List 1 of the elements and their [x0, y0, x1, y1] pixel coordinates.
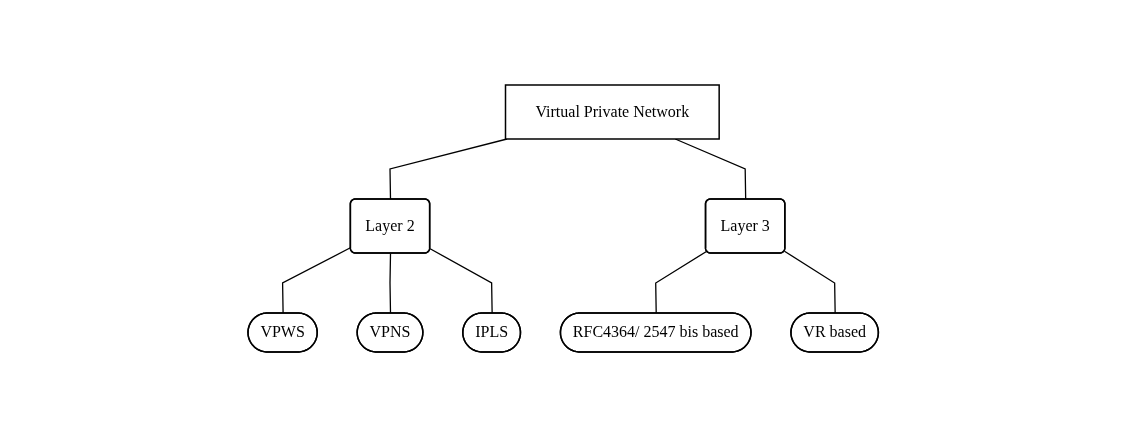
node-box: Virtual Private Network: [505, 84, 721, 140]
